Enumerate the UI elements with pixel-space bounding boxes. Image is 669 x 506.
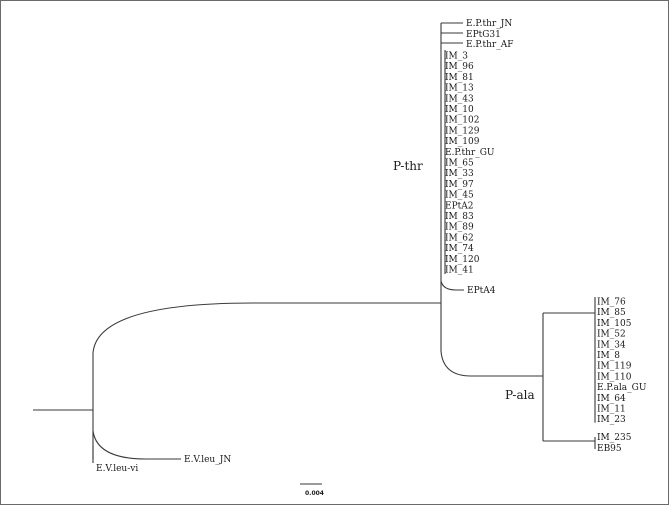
- branch-outgroup-jn: [92, 430, 181, 460]
- ingroup-branch: [92, 302, 441, 354]
- leaf-label: IM_83: [445, 212, 474, 222]
- leaf-label: IM_11: [597, 405, 626, 415]
- p-ala-stem: [440, 350, 543, 377]
- clade-label-p-ala: P-ala: [505, 388, 535, 402]
- leaf-label: IM_235: [597, 433, 632, 443]
- leaf-label: IM_64: [597, 394, 626, 404]
- leaf-label: IM_81: [445, 73, 474, 83]
- leaf-label: IM_10: [445, 105, 474, 115]
- leaf-label: IM_74: [445, 244, 474, 254]
- leaf-label: IM_52: [597, 330, 626, 340]
- clade-label-p-thr: P-thr: [393, 159, 423, 173]
- leaf-label: EB95: [597, 444, 622, 454]
- leaf-label: IM_129: [445, 126, 480, 136]
- leaf-label: IM_34: [597, 340, 626, 350]
- leaf-label: EPtA4: [467, 286, 496, 296]
- leaf-label: E.V.leu-vi: [96, 464, 138, 474]
- leaf-label: IM_3: [445, 52, 468, 62]
- leaf-label: IM_76: [597, 298, 626, 308]
- leaf-label: IM_23: [597, 415, 626, 425]
- leaf-label: E.P.thr_GU: [445, 148, 495, 158]
- leaf-label: IM_33: [445, 169, 474, 179]
- leaf-label: IM_110: [597, 372, 632, 382]
- tree-labels: E.V.leu_JNE.V.leu-viE.P.thr_JNEPtG31E.P.…: [96, 19, 647, 474]
- leaf-label: IM_45: [445, 191, 474, 201]
- leaf-label: E.V.leu_JN: [184, 455, 231, 465]
- leaf-label: EPtG31: [466, 30, 501, 40]
- leaf-label: IM_105: [597, 319, 632, 329]
- leaf-label: IM_43: [445, 94, 474, 104]
- leaf-label: IM_89: [445, 223, 474, 233]
- leaf-label: E.P.ala_GU: [597, 383, 647, 393]
- tree-branches: [33, 22, 596, 463]
- leaf-label: IM_8: [597, 351, 620, 361]
- leaf-label: IM_119: [597, 362, 632, 372]
- leaf-label: IM_65: [445, 159, 474, 169]
- leaf-label: IM_120: [445, 255, 480, 265]
- leaf-label: IM_109: [445, 137, 480, 147]
- leaf-label: IM_41: [445, 266, 474, 276]
- leaf-label: IM_96: [445, 62, 474, 72]
- leaf-label: IM_62: [445, 233, 474, 243]
- leaf-label: EPtA2: [445, 201, 473, 211]
- scale-bar-label: 0.004: [305, 490, 324, 497]
- leaf-label: IM_102: [445, 116, 479, 126]
- leaf-label: E.P.thr_AF: [466, 40, 513, 50]
- leaf-label: IM_13: [445, 84, 474, 94]
- leaf-label: IM_85: [597, 308, 626, 318]
- leaf-label: IM_97: [445, 180, 474, 190]
- branch-leaf-eptA4: [440, 280, 464, 291]
- leaf-label: E.P.thr_JN: [466, 19, 512, 29]
